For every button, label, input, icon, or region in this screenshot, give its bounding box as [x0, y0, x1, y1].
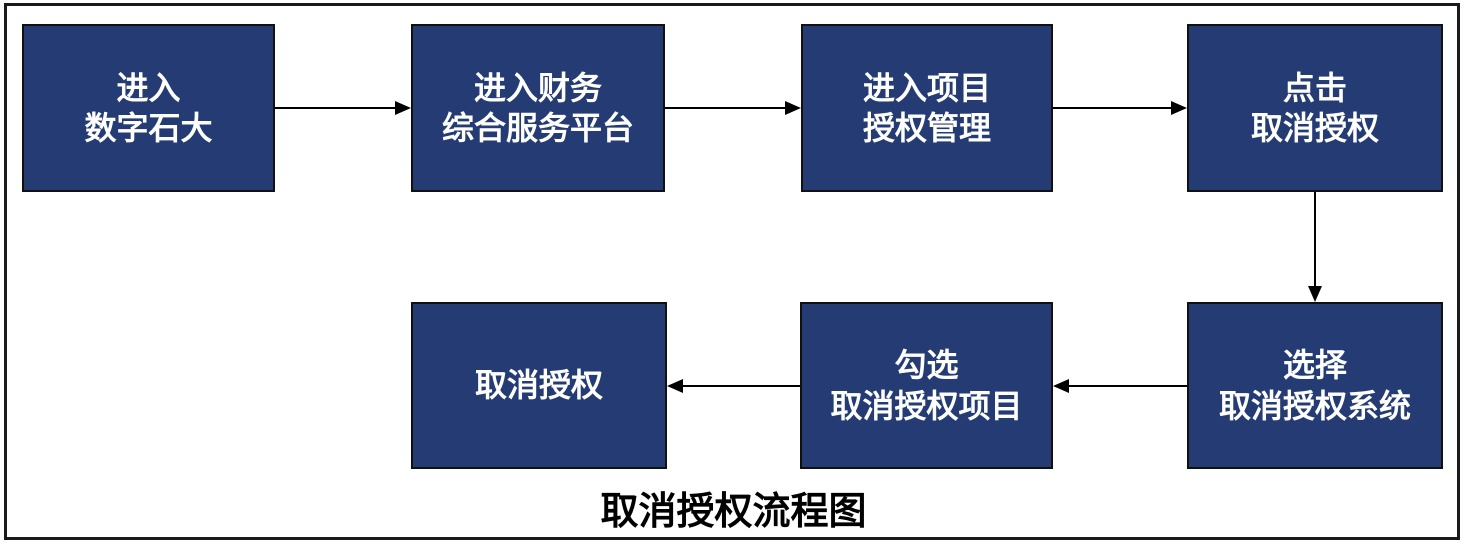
arrow-shaft	[1053, 107, 1175, 109]
flow-node-step-1: 进入 数字石大	[22, 24, 275, 192]
node-label-line: 进入项目	[862, 69, 991, 106]
node-label-line: 取消授权系统	[1218, 387, 1411, 424]
node-label-line: 选择	[1282, 347, 1347, 384]
arrowhead-down-icon	[1308, 286, 1322, 302]
flow-node-step-4: 点击 取消授权	[1187, 24, 1443, 192]
arrow-shaft	[1065, 385, 1187, 387]
arrow-step-6-to-step-7	[667, 379, 800, 393]
node-label-line: 进入财务	[473, 69, 602, 106]
arrowhead-right-icon	[785, 101, 801, 115]
arrowhead-right-icon	[395, 101, 411, 115]
node-label-line: 勾选	[894, 347, 959, 384]
node-label-line: 综合服务平台	[441, 110, 634, 146]
arrow-step-4-to-step-5	[1308, 192, 1322, 302]
node-label-line: 点击	[1282, 69, 1347, 106]
diagram-title: 取消授权流程图	[600, 491, 867, 533]
arrowhead-right-icon	[1171, 101, 1187, 115]
node-label-line: 取消授权	[474, 367, 603, 404]
node-label-line: 数字石大	[84, 110, 213, 146]
node-label-line: 取消授权项目	[830, 387, 1023, 424]
arrow-step-3-to-step-4	[1053, 101, 1187, 115]
arrowhead-left-icon	[1053, 379, 1069, 393]
arrow-shaft	[665, 107, 789, 109]
flow-node-step-5: 选择 取消授权系统	[1187, 302, 1443, 469]
flow-node-step-7: 取消授权	[411, 302, 667, 469]
node-label-line: 进入	[116, 69, 181, 106]
outer-border-frame	[4, 3, 1460, 540]
arrow-step-2-to-step-3	[665, 101, 801, 115]
arrow-shaft	[679, 385, 800, 387]
arrow-shaft	[1314, 192, 1316, 290]
flow-node-step-6: 勾选 取消授权项目	[800, 302, 1053, 469]
arrow-step-5-to-step-6	[1053, 379, 1187, 393]
arrow-shaft	[275, 107, 399, 109]
arrowhead-left-icon	[667, 379, 683, 393]
flow-node-step-3: 进入项目 授权管理	[801, 24, 1053, 192]
node-label-line: 取消授权	[1250, 110, 1379, 146]
flow-node-step-2: 进入财务 综合服务平台	[411, 24, 665, 192]
arrow-step-1-to-step-2	[275, 101, 411, 115]
node-label-line: 授权管理	[862, 110, 991, 146]
